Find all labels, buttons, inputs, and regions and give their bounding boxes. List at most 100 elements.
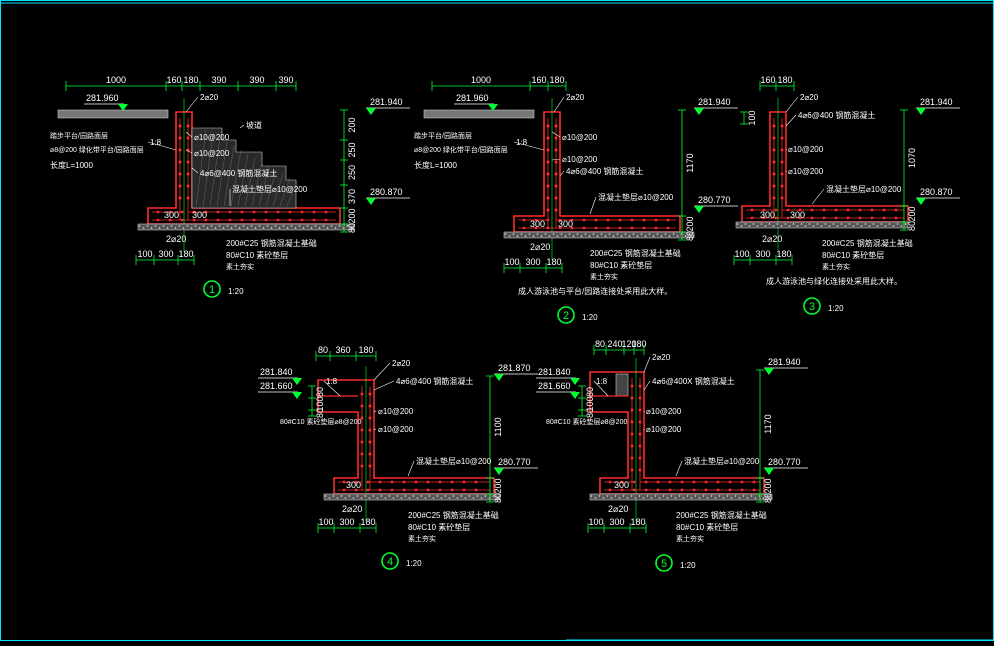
rebar-dot xyxy=(360,392,364,396)
gravel-dot xyxy=(650,497,653,499)
annotation: 混凝土垫层⌀10@200 xyxy=(232,184,308,194)
gravel-dot xyxy=(178,225,181,227)
rebar-dot xyxy=(762,208,766,212)
gravel-dot xyxy=(860,225,863,227)
rebar-dot xyxy=(228,218,232,222)
gravel-dot xyxy=(384,497,387,499)
gravel-dot xyxy=(258,225,261,227)
gravel-dot xyxy=(330,225,333,227)
elevation-label: 280.770 xyxy=(768,457,801,467)
rebar-dot xyxy=(324,218,328,222)
elevation-marker-icon xyxy=(366,198,376,205)
dimension-label: 100 xyxy=(747,110,757,125)
rebar-dot xyxy=(858,208,862,212)
rebar-dot xyxy=(438,488,442,492)
annotation: 踏步平台/园路面层 xyxy=(414,131,472,140)
annotation: 坡道 xyxy=(246,120,262,130)
gravel-dot xyxy=(408,497,411,499)
leader-line xyxy=(323,380,341,397)
rebar-dot xyxy=(554,136,558,140)
rebar-dot xyxy=(474,480,478,484)
gravel-dot xyxy=(734,495,737,497)
gravel-bed xyxy=(323,493,501,501)
gravel-dot xyxy=(706,497,709,499)
rebar-dot xyxy=(342,480,346,484)
annotation: 4⌀6@400 钢筋混凝土 xyxy=(566,166,643,176)
gravel-dot xyxy=(246,227,249,229)
gravel-dot xyxy=(710,495,713,497)
rebar-dot xyxy=(462,480,466,484)
gravel-dot xyxy=(282,225,285,227)
elevation-marker-icon xyxy=(916,198,926,205)
elevation-label: 280.870 xyxy=(370,187,403,197)
hatch-line xyxy=(258,165,270,207)
annotation: 1:8 xyxy=(326,377,338,386)
rebar-dot xyxy=(554,208,558,212)
leader-line xyxy=(373,428,377,431)
detail-number: 3 xyxy=(809,301,815,313)
leader-line xyxy=(191,167,199,174)
gravel-dot xyxy=(242,225,245,227)
leader-line xyxy=(811,188,825,205)
rebar-dot xyxy=(264,218,268,222)
elevation-marker-icon xyxy=(764,468,774,475)
rebar-dot xyxy=(450,480,454,484)
gravel-dot xyxy=(832,223,835,225)
gravel-dot xyxy=(556,235,559,237)
gravel-dot xyxy=(828,225,831,227)
annotation: 1:8 xyxy=(516,138,528,147)
annotation: 混凝土垫层⌀10@200 xyxy=(684,456,760,466)
elevation-marker-icon xyxy=(494,374,504,381)
gravel-dot xyxy=(644,235,647,237)
gravel-dot xyxy=(636,235,639,237)
gravel-dot xyxy=(646,495,649,497)
gravel-dot xyxy=(610,497,613,499)
annotation: ⌀10@200 xyxy=(194,149,230,158)
rebar-dot xyxy=(594,218,598,222)
gravel-dot xyxy=(686,495,689,497)
rebar-dot xyxy=(522,218,526,222)
dimension-label: 180 xyxy=(630,517,645,527)
gravel-dot xyxy=(762,497,765,499)
rebar-dot xyxy=(192,210,196,214)
rebar-dot xyxy=(558,226,562,230)
rebar-dot xyxy=(178,196,182,200)
rebar-dot xyxy=(772,172,776,176)
dimension-label: 100 xyxy=(137,249,152,259)
gravel-dot xyxy=(158,227,161,229)
rebar-dot xyxy=(630,468,634,472)
detail-scale: 1:20 xyxy=(228,287,244,296)
dimension-label: 160 xyxy=(166,75,181,85)
rebar-dot xyxy=(740,480,744,484)
gravel-dot xyxy=(820,225,823,227)
gravel-dot xyxy=(702,495,705,497)
annotation: ⌀10@200 xyxy=(562,133,598,142)
hatch-line xyxy=(272,173,284,207)
rebar-dot xyxy=(378,480,382,484)
rebar-dot xyxy=(554,196,558,200)
rebar-dot xyxy=(656,480,660,484)
annotation: 2⌀20 xyxy=(200,93,219,102)
gravel-dot xyxy=(848,223,851,225)
rebar-dot xyxy=(654,218,658,222)
gravel-dot xyxy=(804,225,807,227)
rebar-dot xyxy=(846,208,850,212)
rebar-dot xyxy=(426,480,430,484)
rebar-dot xyxy=(638,396,642,400)
gravel-dot xyxy=(606,495,609,497)
gravel-dot xyxy=(230,227,233,229)
rebar-dot xyxy=(186,136,190,140)
rebar-dot xyxy=(774,216,778,220)
gravel-dot xyxy=(336,497,339,499)
rebar-dot xyxy=(186,184,190,188)
rebar-dot xyxy=(644,488,648,492)
wall-outline xyxy=(317,379,495,495)
dimension-label: 180 xyxy=(776,249,791,259)
gravel-dot xyxy=(150,227,153,229)
dimension-label: 80 xyxy=(318,345,328,355)
gravel-dot xyxy=(576,233,579,235)
dimension-label: 370 xyxy=(347,189,357,204)
detail-number: 1 xyxy=(209,284,215,296)
